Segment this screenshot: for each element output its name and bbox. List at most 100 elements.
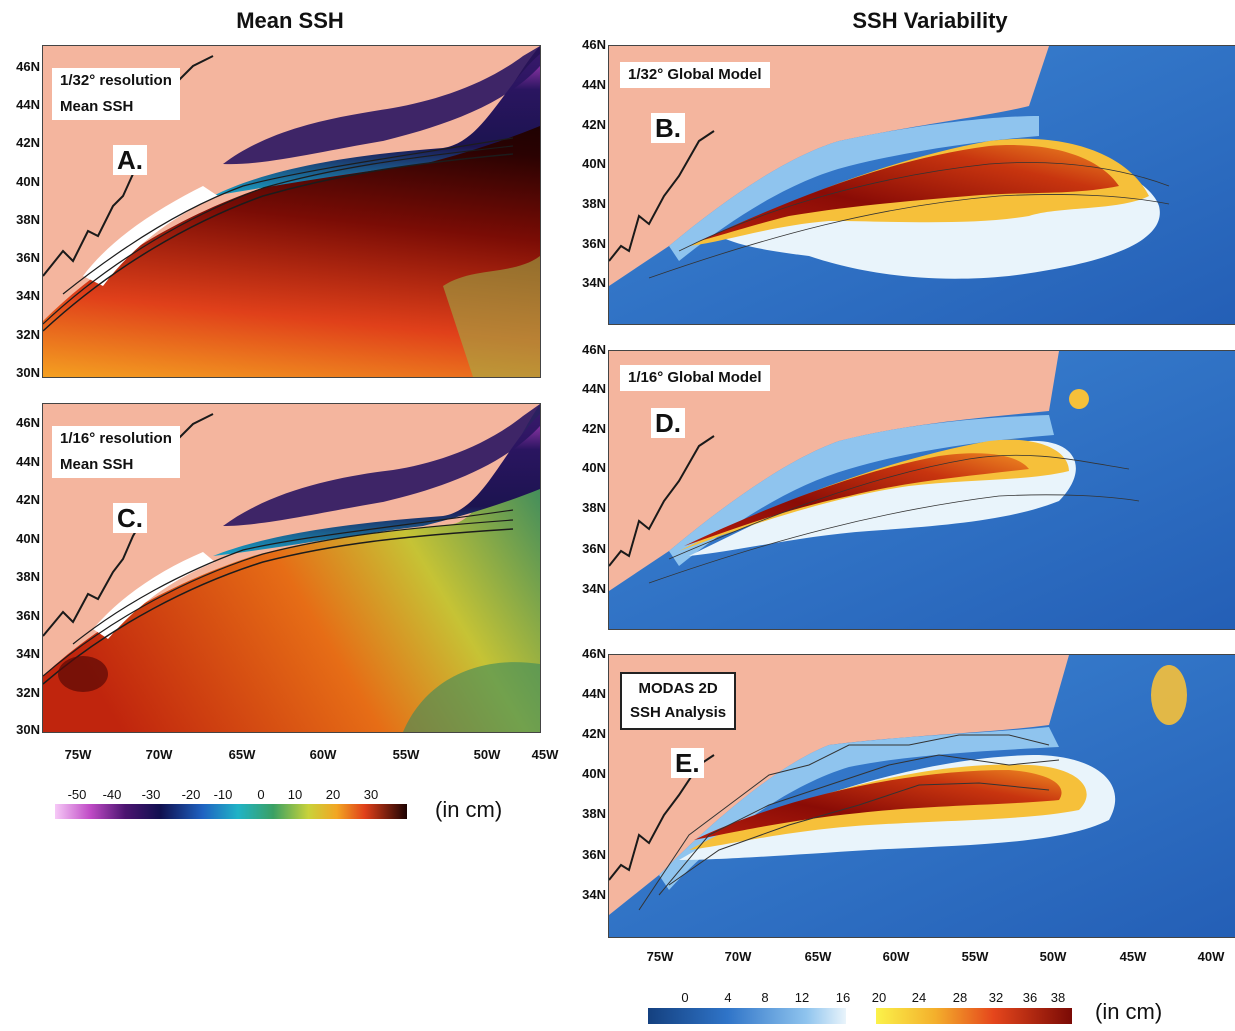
panel-d-lat-40n: 40N [582, 460, 606, 475]
panel-c-lon-75w: 75W [64, 747, 92, 762]
panel-e-lat-40n: 40N [582, 766, 606, 781]
panel-e-type-label: SSH Analysis [630, 704, 727, 721]
panel-c-lat-40n: 40N [16, 531, 40, 546]
panel-c-type-label: Mean SSH [60, 456, 134, 473]
panel-c-lat-34n: 34N [16, 646, 40, 661]
panel-c-lon-65w: 65W [228, 747, 256, 762]
panel-a-resolution-label: 1/32° resolution [60, 72, 172, 89]
variability-colorbar-tick: 28 [952, 990, 968, 1005]
mean-colorbar-tick: 0 [257, 787, 265, 802]
panel-a-lat-34n: 34N [16, 288, 40, 303]
panel-a-lat-38n: 38N [16, 212, 40, 227]
panel-d-lat-44n: 44N [582, 381, 606, 396]
panel-d-lat-38n: 38N [582, 500, 606, 515]
panel-b-lat-40n: 40N [582, 156, 606, 171]
panel-e-lat-44n: 44N [582, 686, 606, 701]
panel-b-lat-46n: 46N [582, 37, 606, 52]
panel-e-lon-60w: 60W [882, 949, 910, 964]
mean-ssh-colorbar [55, 804, 407, 819]
panel-c-lon-45w: 45W [531, 747, 559, 762]
panel-e-modas-map [608, 654, 1235, 938]
mean-colorbar-tick: -40 [102, 787, 122, 802]
panel-c-lat-36n: 36N [16, 608, 40, 623]
panel-c-lat-46n: 46N [16, 415, 40, 430]
panel-c-lat-44n: 44N [16, 454, 40, 469]
panel-e-info-box: MODAS 2D SSH Analysis [620, 672, 737, 730]
panel-c-lon-70w: 70W [145, 747, 173, 762]
panel-c-letter: C. [113, 503, 147, 533]
variability-colorbar-tick: 36 [1022, 990, 1038, 1005]
panel-b-variability-map [608, 45, 1235, 325]
panel-b-lat-36n: 36N [582, 236, 606, 251]
variability-colorbar-tick: 24 [911, 990, 927, 1005]
panel-d-letter: D. [651, 408, 685, 438]
panel-d-model-label: 1/16° Global Model [628, 369, 762, 386]
panel-c-lat-30n: 30N [16, 722, 40, 737]
panel-e-lat-36n: 36N [582, 847, 606, 862]
variability-colorbar-tick: 4 [724, 990, 732, 1005]
panel-a-lat-30n: 30N [16, 365, 40, 380]
panel-b-lat-42n: 42N [582, 117, 606, 132]
panel-d-info-box: 1/16° Global Model [620, 365, 770, 391]
variability-colorbar-low [648, 1008, 846, 1024]
panel-b-letter: B. [651, 113, 685, 143]
panel-e-lon-55w: 55W [961, 949, 989, 964]
variability-colorbar-tick: 0 [681, 990, 689, 1005]
panel-c-lat-32n: 32N [16, 685, 40, 700]
panel-b-lat-38n: 38N [582, 196, 606, 211]
variability-colorbar-tick: 38 [1050, 990, 1066, 1005]
panel-e-lon-75w: 75W [646, 949, 674, 964]
panel-a-letter: A. [113, 145, 147, 175]
panel-e-lat-34n: 34N [582, 887, 606, 902]
panel-c-lat-38n: 38N [16, 569, 40, 584]
panel-d-lat-34n: 34N [582, 581, 606, 596]
variability-colorbar-tick: 12 [794, 990, 810, 1005]
panel-e-lat-42n: 42N [582, 726, 606, 741]
panel-c-lon-60w: 60W [309, 747, 337, 762]
panel-a-lat-36n: 36N [16, 250, 40, 265]
panel-e-lon-45w: 45W [1119, 949, 1147, 964]
panel-a-lat-44n: 44N [16, 97, 40, 112]
panel-b-lat-44n: 44N [582, 77, 606, 92]
ssh-variability-title: SSH Variability [852, 8, 1008, 33]
panel-d-variability-map [608, 350, 1235, 630]
variability-colorbar-tick: 16 [835, 990, 851, 1005]
panel-e-lon-50w: 50W [1039, 949, 1067, 964]
mean-colorbar-tick: 10 [287, 787, 303, 802]
panel-e-lon-65w: 65W [804, 949, 832, 964]
mean-colorbar-tick: -20 [181, 787, 201, 802]
panel-a-lat-40n: 40N [16, 174, 40, 189]
variability-unit-label: (in cm) [1095, 999, 1163, 1024]
panel-a-info-box: 1/32° resolution Mean SSH [52, 68, 180, 120]
panel-b-lat-34n: 34N [582, 275, 606, 290]
panel-c-resolution-label: 1/16° resolution [60, 430, 172, 447]
panel-c-mean-ssh-map [42, 403, 541, 733]
panel-d-lat-36n: 36N [582, 541, 606, 556]
panel-a-lat-42n: 42N [16, 135, 40, 150]
panel-e-lon-70w: 70W [724, 949, 752, 964]
panel-e-lon-40w: 40W [1197, 949, 1225, 964]
panel-d-lat-42n: 42N [582, 421, 606, 436]
panel-a-lat-32n: 32N [16, 327, 40, 342]
variability-colorbar-tick: 8 [761, 990, 769, 1005]
mean-colorbar-tick: -30 [141, 787, 161, 802]
mean-colorbar-tick: -50 [67, 787, 87, 802]
panel-e-lat-46n: 46N [582, 646, 606, 661]
mean-colorbar-tick: 20 [325, 787, 341, 802]
panel-b-info-box: 1/32° Global Model [620, 62, 770, 88]
mean-colorbar-tick: -10 [213, 787, 233, 802]
panel-a-type-label: Mean SSH [60, 98, 134, 115]
panel-c-lon-55w: 55W [392, 747, 420, 762]
variability-colorbar-tick: 20 [871, 990, 887, 1005]
panel-e-product-label: MODAS 2D [638, 680, 718, 697]
panel-c-info-box: 1/16° resolution Mean SSH [52, 426, 180, 478]
panel-e-letter: E. [671, 748, 704, 778]
mean-colorbar-tick: 30 [363, 787, 379, 802]
panel-d-lat-46n: 46N [582, 342, 606, 357]
panel-a-lat-46n: 46N [16, 59, 40, 74]
panel-a-mean-ssh-map [42, 45, 541, 378]
mean-ssh-unit-label: (in cm) [435, 797, 503, 822]
mean-ssh-title: Mean SSH [236, 8, 344, 33]
panel-e-lat-38n: 38N [582, 806, 606, 821]
panel-c-lat-42n: 42N [16, 492, 40, 507]
